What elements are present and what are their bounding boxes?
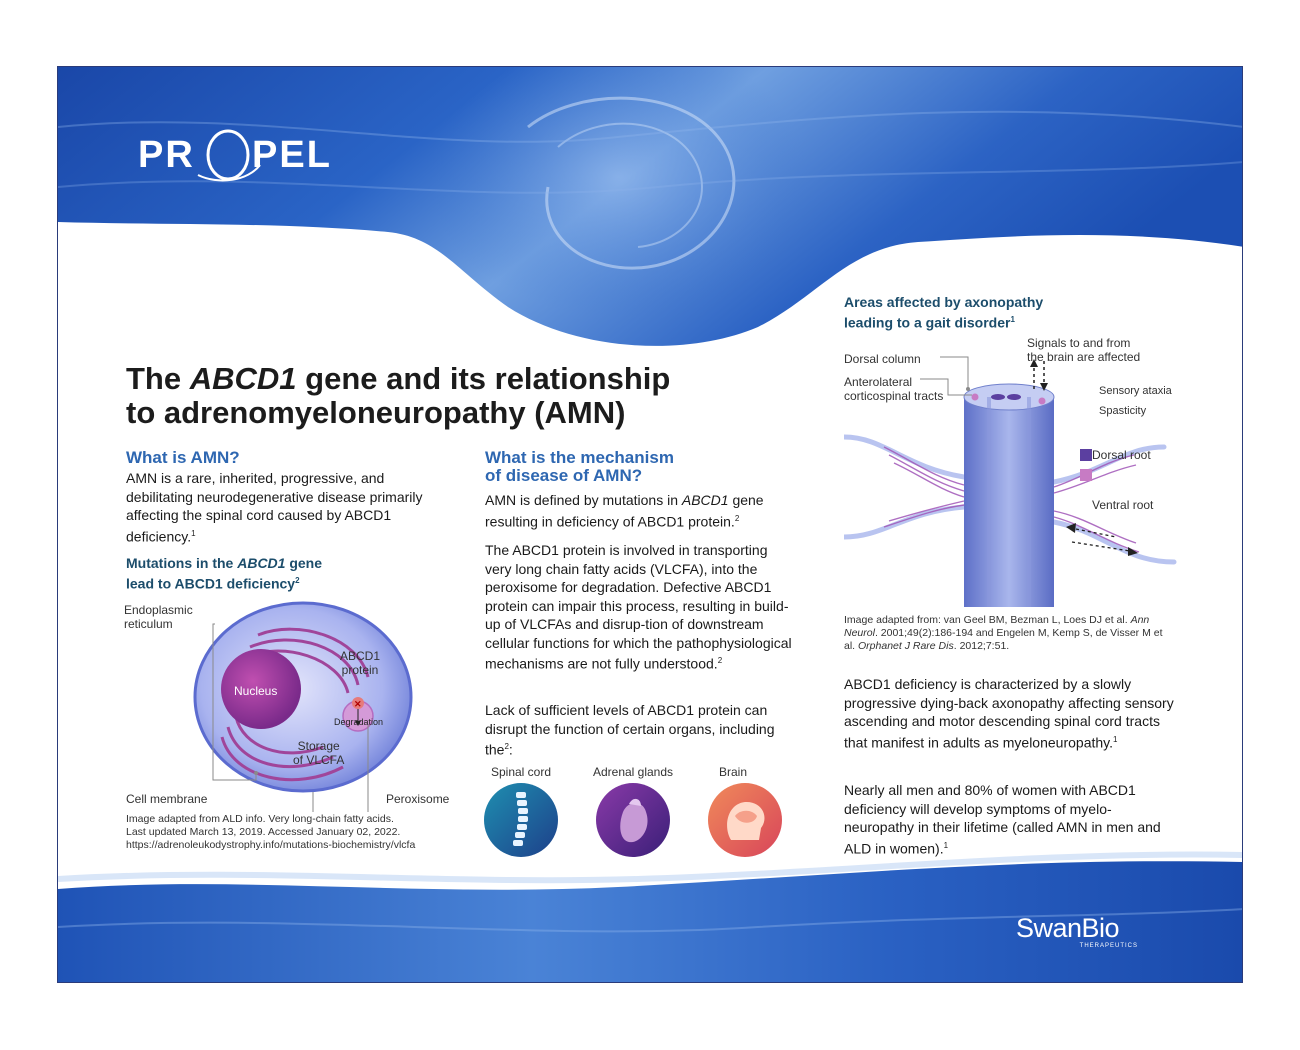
axonopathy-heading: Areas affected by axonopathy leading to … bbox=[844, 294, 1044, 331]
axonopathy-p2: Nearly all men and 80% of women with ABC… bbox=[844, 782, 1161, 857]
ventral-root-label: Ventral root bbox=[1092, 498, 1154, 512]
organ-icons bbox=[484, 783, 782, 857]
sensory-tract-marker bbox=[991, 394, 1005, 400]
dorsal-column-label: Dorsal column bbox=[844, 352, 921, 366]
spinal-cord-icon bbox=[484, 783, 558, 857]
organ-label-spinal-cord: Spinal cord bbox=[490, 765, 552, 779]
swanbio-logo: SwanBio THERAPEUTICS bbox=[1016, 913, 1146, 955]
brain-icon bbox=[708, 783, 782, 857]
nucleus-label: Nucleus bbox=[234, 684, 278, 698]
mechanism-p1: AMN is defined by mutations in ABCD1 gen… bbox=[485, 492, 764, 530]
swanbio-logo-text: SwanBio bbox=[1016, 913, 1120, 943]
axonopathy-p1: ABCD1 deficiency is characterized by a s… bbox=[844, 676, 1174, 751]
cell-diagram: ✕ bbox=[193, 601, 413, 812]
mutations-heading: Mutations in the ABCD1 gene lead to ABCD… bbox=[126, 555, 323, 592]
spinal-cord-diagram bbox=[844, 356, 1177, 607]
peroxisome-label: Peroxisome bbox=[386, 792, 450, 806]
mechanism-p2: The ABCD1 protein is involved in transpo… bbox=[485, 542, 792, 672]
svg-text:PR: PR bbox=[138, 134, 195, 176]
legend-swatch-spasticity bbox=[1080, 469, 1092, 481]
cell-membrane-label: Cell membrane bbox=[126, 792, 208, 806]
poster: PR PEL The ABCD1 gene and its relationsh… bbox=[57, 66, 1243, 983]
spine-image-credit: Image adapted from: van Geel BM, Bezman … bbox=[844, 614, 1163, 652]
swanbio-logo-sub: THERAPEUTICS bbox=[1079, 943, 1138, 949]
cell-image-credit: Image adapted from ALD info. Very long-c… bbox=[126, 813, 416, 851]
degradation-label: Degradation bbox=[334, 717, 384, 727]
legend-label-sensory: Sensory ataxia bbox=[1099, 385, 1172, 397]
dorsal-root-label: Dorsal root bbox=[1092, 448, 1151, 462]
wave-background bbox=[58, 67, 1242, 982]
mechanism-p3: Lack of sufficient levels of ABCD1 prote… bbox=[485, 702, 775, 758]
legend-label-spasticity: Spasticity bbox=[1099, 405, 1147, 417]
page-title: The ABCD1 gene and its relationship to a… bbox=[126, 361, 671, 430]
blocked-abcd1-icon bbox=[352, 697, 364, 709]
what-is-amn-heading: What is AMN? bbox=[126, 448, 240, 467]
what-is-amn-text: AMN is a rare, inherited, progressive, a… bbox=[126, 470, 423, 545]
adrenal-glands-icon bbox=[596, 783, 670, 857]
spasticity-tract-marker bbox=[971, 393, 979, 401]
organ-label-brain: Brain bbox=[718, 765, 747, 779]
svg-text:✕: ✕ bbox=[354, 699, 362, 709]
legend-swatch-sensory bbox=[1080, 449, 1092, 461]
nucleus-shape bbox=[221, 649, 301, 729]
organ-label-adrenal: Adrenal glands bbox=[592, 765, 674, 779]
propel-logo: PR PEL bbox=[138, 129, 332, 182]
svg-text:PEL: PEL bbox=[252, 134, 332, 176]
